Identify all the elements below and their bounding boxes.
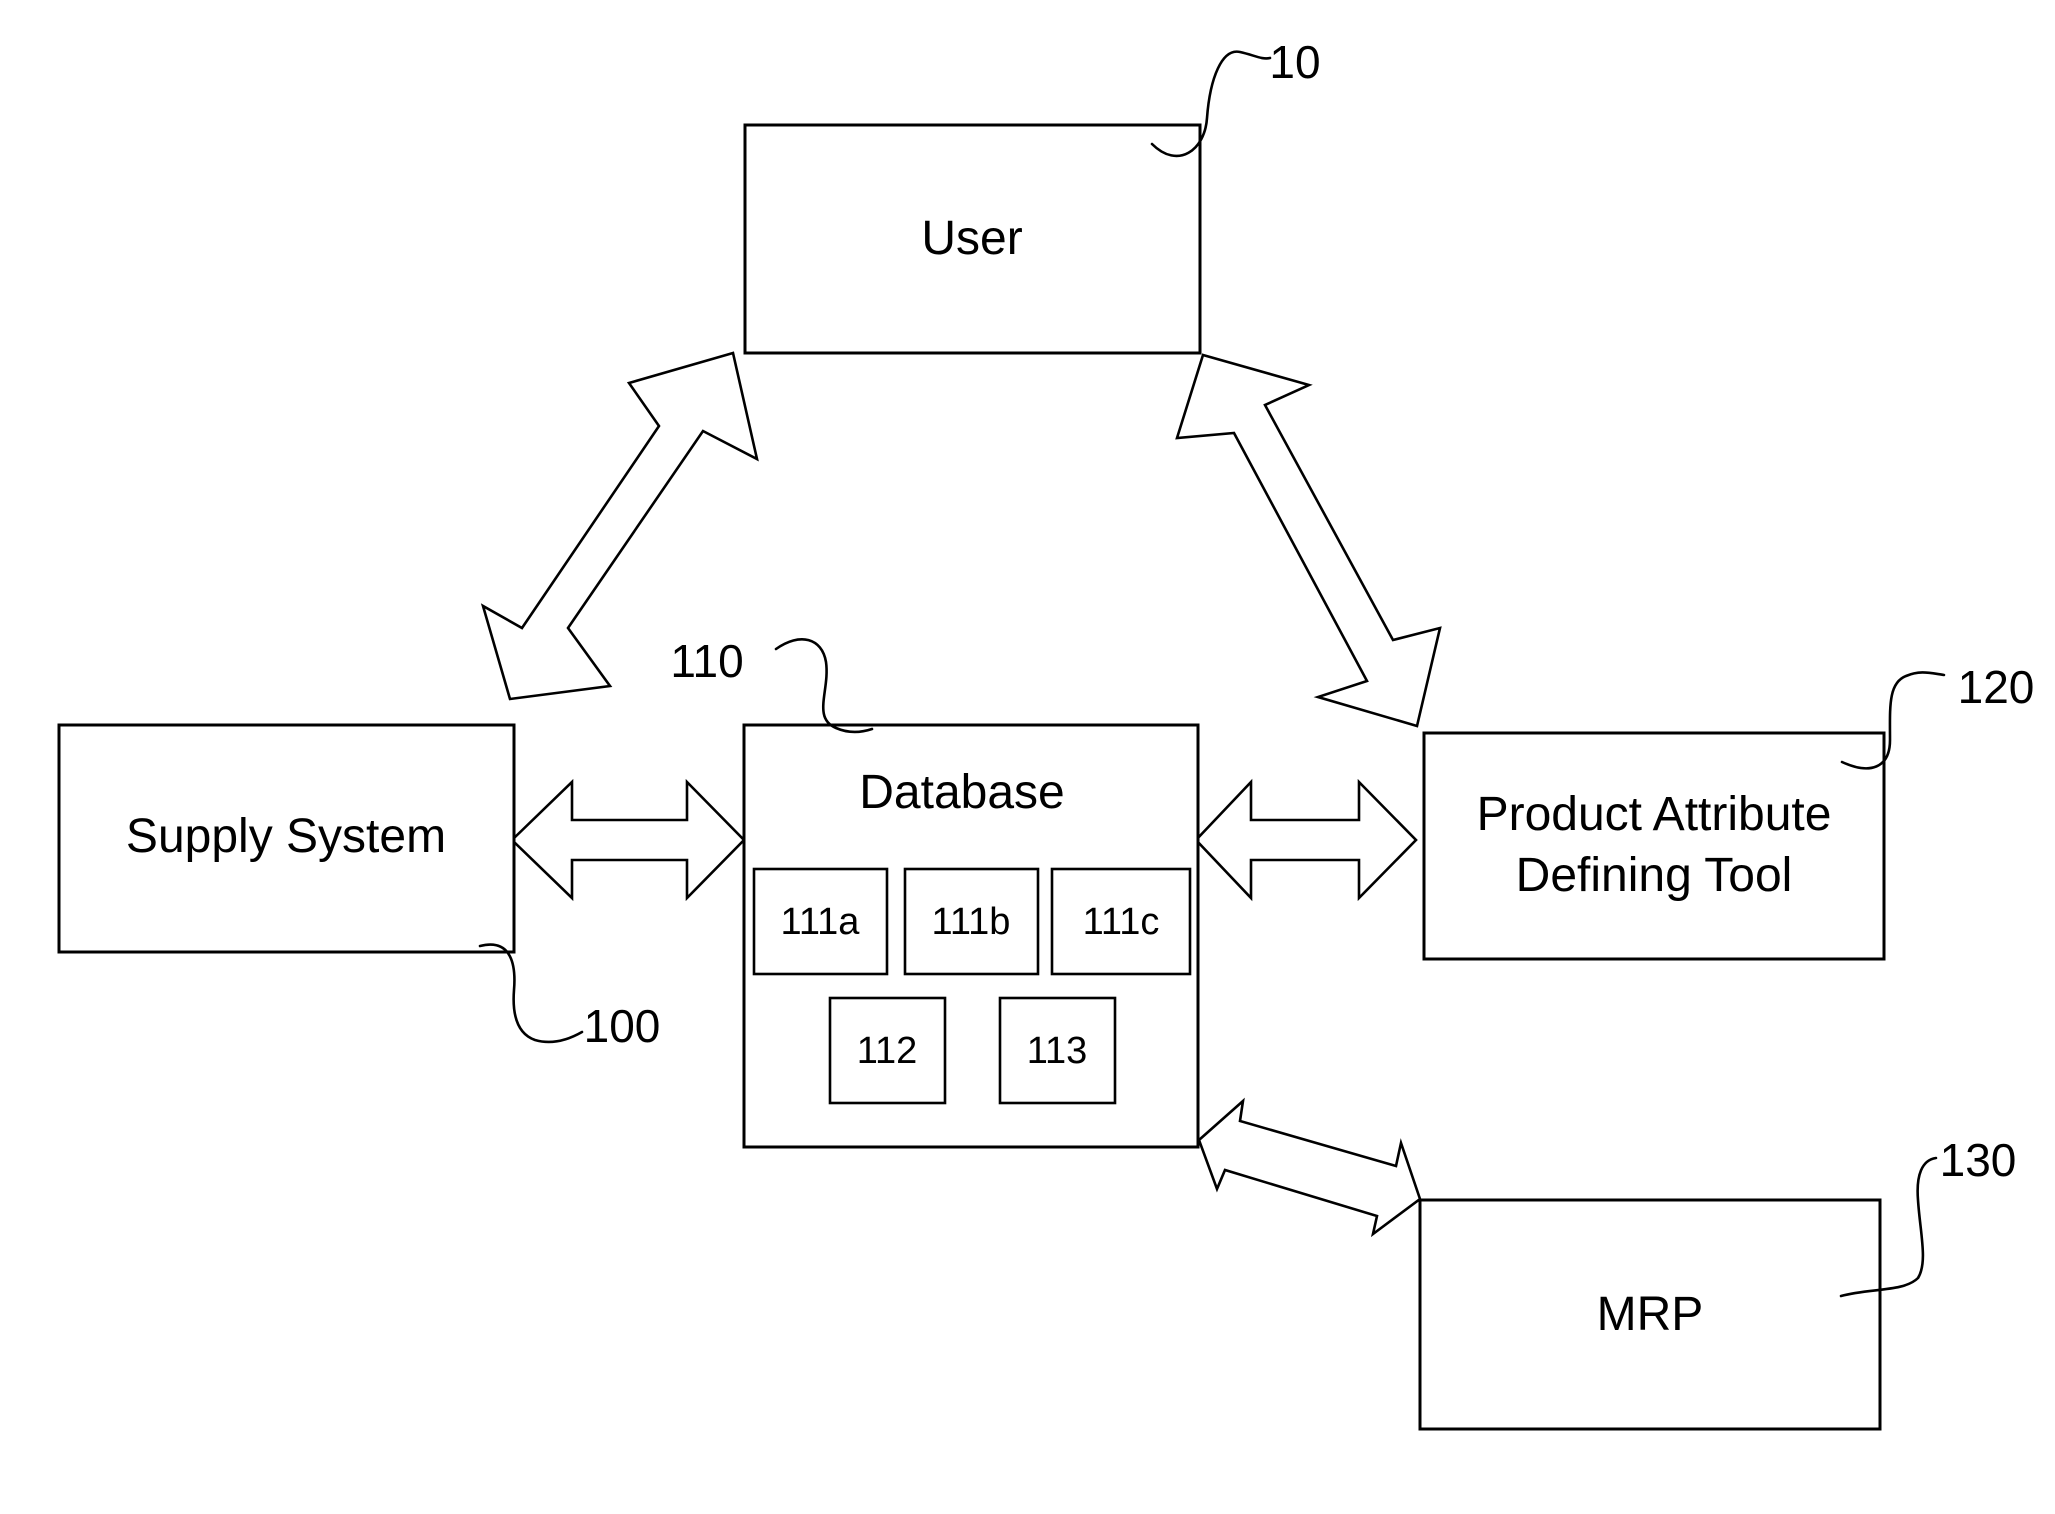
user-label: User [921, 212, 1022, 265]
database-item-113-label: 113 [1027, 1030, 1088, 1072]
database-item-111a-label: 111a [781, 901, 861, 943]
database-item-112-label: 112 [857, 1030, 918, 1072]
mrp-label: MRP [1597, 1288, 1704, 1341]
ref-numeral-10: 10 [1269, 36, 1320, 88]
product-attribute-tool-label-line2: Defining Tool [1516, 849, 1793, 902]
leader-line-110 [776, 639, 872, 732]
ref-numeral-120: 120 [1958, 661, 2035, 713]
arrow-user-product-tool [1177, 355, 1440, 726]
supply-system-label: Supply System [126, 810, 446, 863]
product-attribute-tool-box [1424, 733, 1884, 959]
database-item-111c-label: 111c [1083, 901, 1160, 943]
arrow-database-product-tool [1196, 782, 1416, 898]
arrow-supply-database [512, 782, 744, 898]
database-item-111b-label: 111b [932, 901, 1011, 943]
ref-numeral-110: 110 [670, 635, 743, 687]
leader-line-100 [480, 945, 582, 1042]
arrow-database-mrp [1199, 1101, 1420, 1234]
ref-numeral-100: 100 [584, 1000, 661, 1052]
database-label: Database [859, 766, 1064, 819]
ref-numeral-130: 130 [1940, 1134, 2017, 1186]
product-attribute-tool-label-line1: Product Attribute [1477, 788, 1832, 841]
